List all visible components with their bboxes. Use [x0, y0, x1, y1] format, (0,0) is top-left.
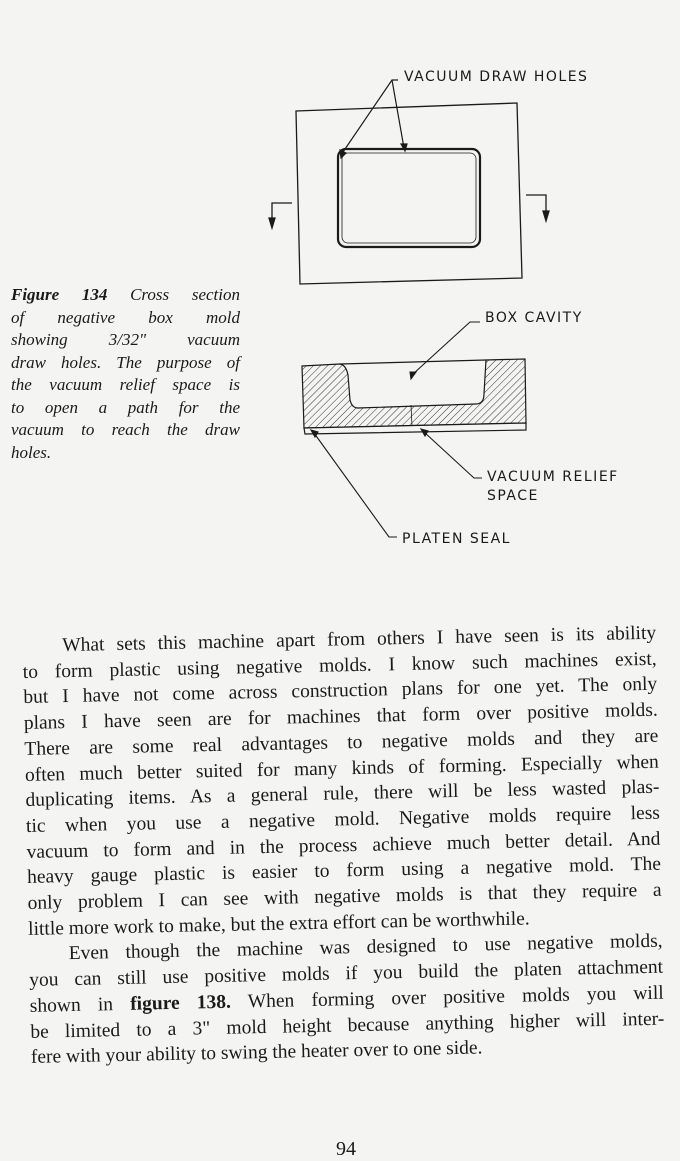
caption-line: draw holes. The purpose of — [11, 352, 240, 372]
label-box-cavity: BOX CAVITY — [485, 310, 583, 326]
caption-line: holes. — [11, 442, 52, 462]
body-text: What sets this machine apart from others… — [22, 621, 665, 1071]
caption-line: vacuum to reach the draw — [11, 420, 240, 439]
caption-line: to open a path for the — [11, 397, 240, 417]
figure-134-diagram: VACUUM DRAW HOLES BOX CAVITY VACUUM RELI… — [268, 69, 619, 547]
callout-lines — [309, 321, 482, 538]
figure-number: Figure 134 — [11, 285, 108, 304]
label-platen-seal: PLATEN SEAL — [402, 531, 511, 547]
body-line-start: shown in — [29, 993, 131, 1017]
figure-138-reference: figure 138. — [129, 991, 232, 1015]
figure-caption: Figure 134 Cross section of negative box… — [11, 284, 240, 464]
caption-line: Cross section — [107, 285, 240, 304]
mold-top-view — [268, 102, 550, 285]
mold-cross-section — [301, 358, 527, 435]
label-vacuum-relief: VACUUM RELIEF — [487, 469, 619, 485]
page-number: 94 — [336, 1138, 356, 1160]
caption-line: the vacuum relief space is — [11, 375, 240, 394]
label-vacuum-relief-space: SPACE — [487, 488, 539, 504]
caption-line: of negative box mold — [11, 307, 240, 327]
label-vacuum-draw-holes: VACUUM DRAW HOLES — [404, 69, 588, 85]
caption-line: showing 3/32" vacuum — [11, 330, 240, 349]
vacuum-draw-holes-callout — [339, 79, 408, 160]
